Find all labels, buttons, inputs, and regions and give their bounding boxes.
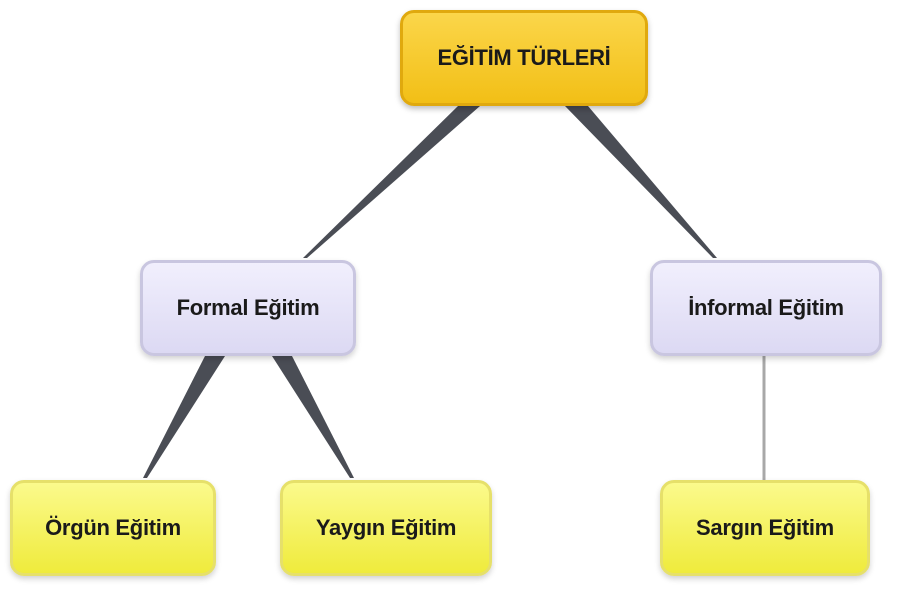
node-label: EĞİTİM TÜRLERİ <box>437 45 611 70</box>
connector-root-formal <box>303 106 480 258</box>
node-formal-egitim[interactable]: Formal Eğitim <box>140 260 356 356</box>
node-informal-egitim[interactable]: İnformal Eğitim <box>650 260 882 356</box>
node-orgun-egitim[interactable]: Örgün Eğitim <box>10 480 216 576</box>
node-label: Sargın Eğitim <box>696 515 834 540</box>
connector-formal-orgun <box>143 356 225 478</box>
node-label: Formal Eğitim <box>176 295 320 320</box>
node-sargin-egitim[interactable]: Sargın Eğitim <box>660 480 870 576</box>
node-yaygin-egitim[interactable]: Yaygın Eğitim <box>280 480 492 576</box>
node-label: Yaygın Eğitim <box>315 515 457 540</box>
node-label: İnformal Eğitim <box>688 295 844 320</box>
connector-formal-yaygin <box>272 356 354 478</box>
connector-root-informal <box>565 106 717 258</box>
node-label: Örgün Eğitim <box>45 515 181 540</box>
node-egitim-turleri[interactable]: EĞİTİM TÜRLERİ <box>400 10 648 106</box>
